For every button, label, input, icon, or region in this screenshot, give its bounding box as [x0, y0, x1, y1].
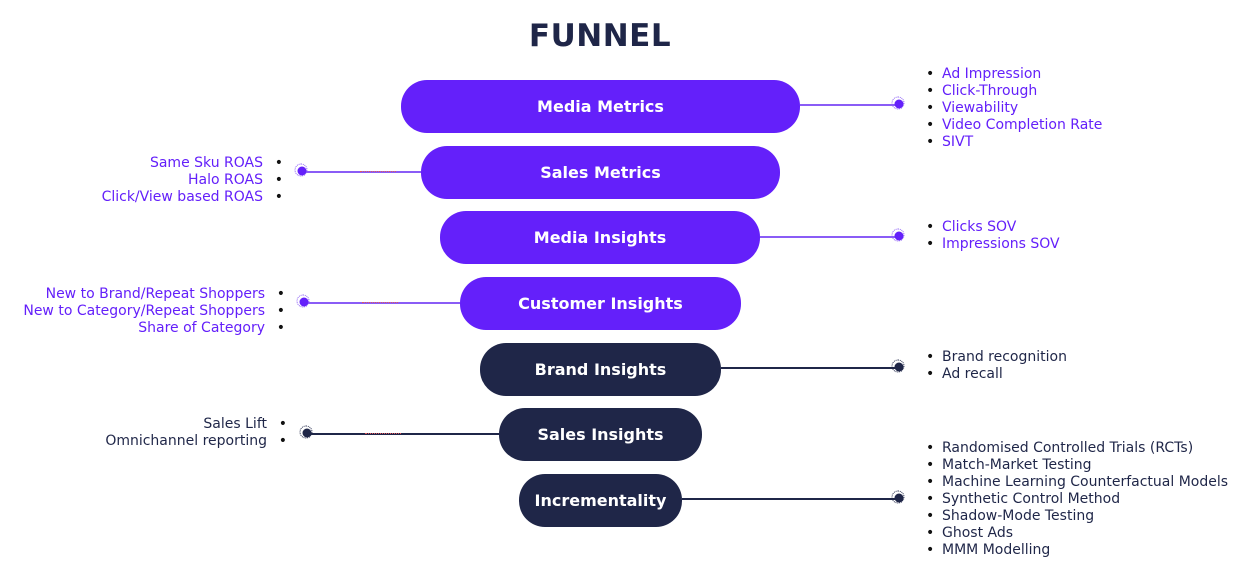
list-item: Brand recognition	[926, 349, 1067, 366]
stage-sales-insights: Sales Insights	[499, 408, 702, 461]
list-item: New to Brand/Repeat Shoppers	[23, 286, 285, 303]
connector-dot-icon	[891, 359, 905, 373]
connector-dot-icon	[891, 490, 905, 504]
list-item: Sales Lift	[105, 416, 287, 433]
list-sales-metrics: Same Sku ROAS Halo ROAS Click/View based…	[102, 155, 284, 206]
connector-dot-icon	[891, 96, 905, 110]
funnel-title: FUNNEL	[528, 18, 672, 54]
connector-dot-icon	[296, 294, 310, 308]
list-brand-insights: Brand recognition Ad recall	[926, 349, 1067, 383]
list-media-insights: Clicks SOV Impressions SOV	[926, 219, 1060, 253]
connector-dot-icon	[294, 163, 308, 177]
list-item: Ad recall	[926, 366, 1067, 383]
list-item: Omnichannel reporting	[105, 433, 287, 450]
list-item: Ad Impression	[926, 66, 1102, 83]
connector-dot-icon	[891, 228, 905, 242]
list-item: Same Sku ROAS	[102, 155, 283, 172]
list-customer-insights: New to Brand/Repeat Shoppers New to Cate…	[23, 286, 285, 337]
stage-brand-insights: Brand Insights	[480, 343, 721, 396]
list-item: Click-Through	[926, 83, 1102, 100]
list-item: Clicks SOV	[926, 219, 1060, 236]
list-item: Synthetic Control Method	[926, 491, 1228, 508]
list-item: Halo ROAS	[102, 172, 283, 189]
list-item: New to Category/Repeat Shoppers	[23, 303, 285, 320]
list-item: Video Completion Rate	[926, 117, 1102, 134]
list-item: Shadow-Mode Testing	[926, 508, 1228, 525]
stage-sales-metrics: Sales Metrics	[421, 146, 780, 199]
list-item: Match-Market Testing	[926, 457, 1228, 474]
connector-incrementality	[682, 498, 899, 500]
list-sales-insights: Sales Lift Omnichannel reporting	[105, 416, 287, 450]
list-item: Machine Learning Counterfactual Models	[926, 474, 1228, 491]
stage-media-metrics: Media Metrics	[401, 80, 800, 133]
list-media-metrics: Ad Impression Click-Through Viewability …	[926, 66, 1102, 151]
list-item: MMM Modelling	[926, 542, 1228, 559]
spellcheck-squiggle	[365, 430, 401, 434]
stage-incrementality: Incrementality	[519, 474, 682, 527]
list-item: Ghost Ads	[926, 525, 1228, 542]
list-item: Randomised Controlled Trials (RCTs)	[926, 440, 1228, 457]
list-item: Share of Category	[23, 320, 285, 337]
list-item: Impressions SOV	[926, 236, 1060, 253]
list-item: SIVT	[926, 134, 1102, 151]
list-item: Click/View based ROAS	[102, 189, 284, 206]
spellcheck-squiggle	[362, 299, 398, 303]
spellcheck-squiggle	[360, 168, 396, 172]
stage-media-insights: Media Insights	[440, 211, 760, 264]
connector-sales-insights	[307, 433, 499, 435]
stage-customer-insights: Customer Insights	[460, 277, 741, 330]
list-item: Viewability	[926, 100, 1102, 117]
connector-dot-icon	[299, 425, 313, 439]
connector-media-metrics	[800, 104, 899, 106]
connector-media-insights	[760, 236, 899, 238]
connector-brand-insights	[721, 367, 899, 369]
list-incrementality: Randomised Controlled Trials (RCTs) Matc…	[926, 440, 1228, 559]
